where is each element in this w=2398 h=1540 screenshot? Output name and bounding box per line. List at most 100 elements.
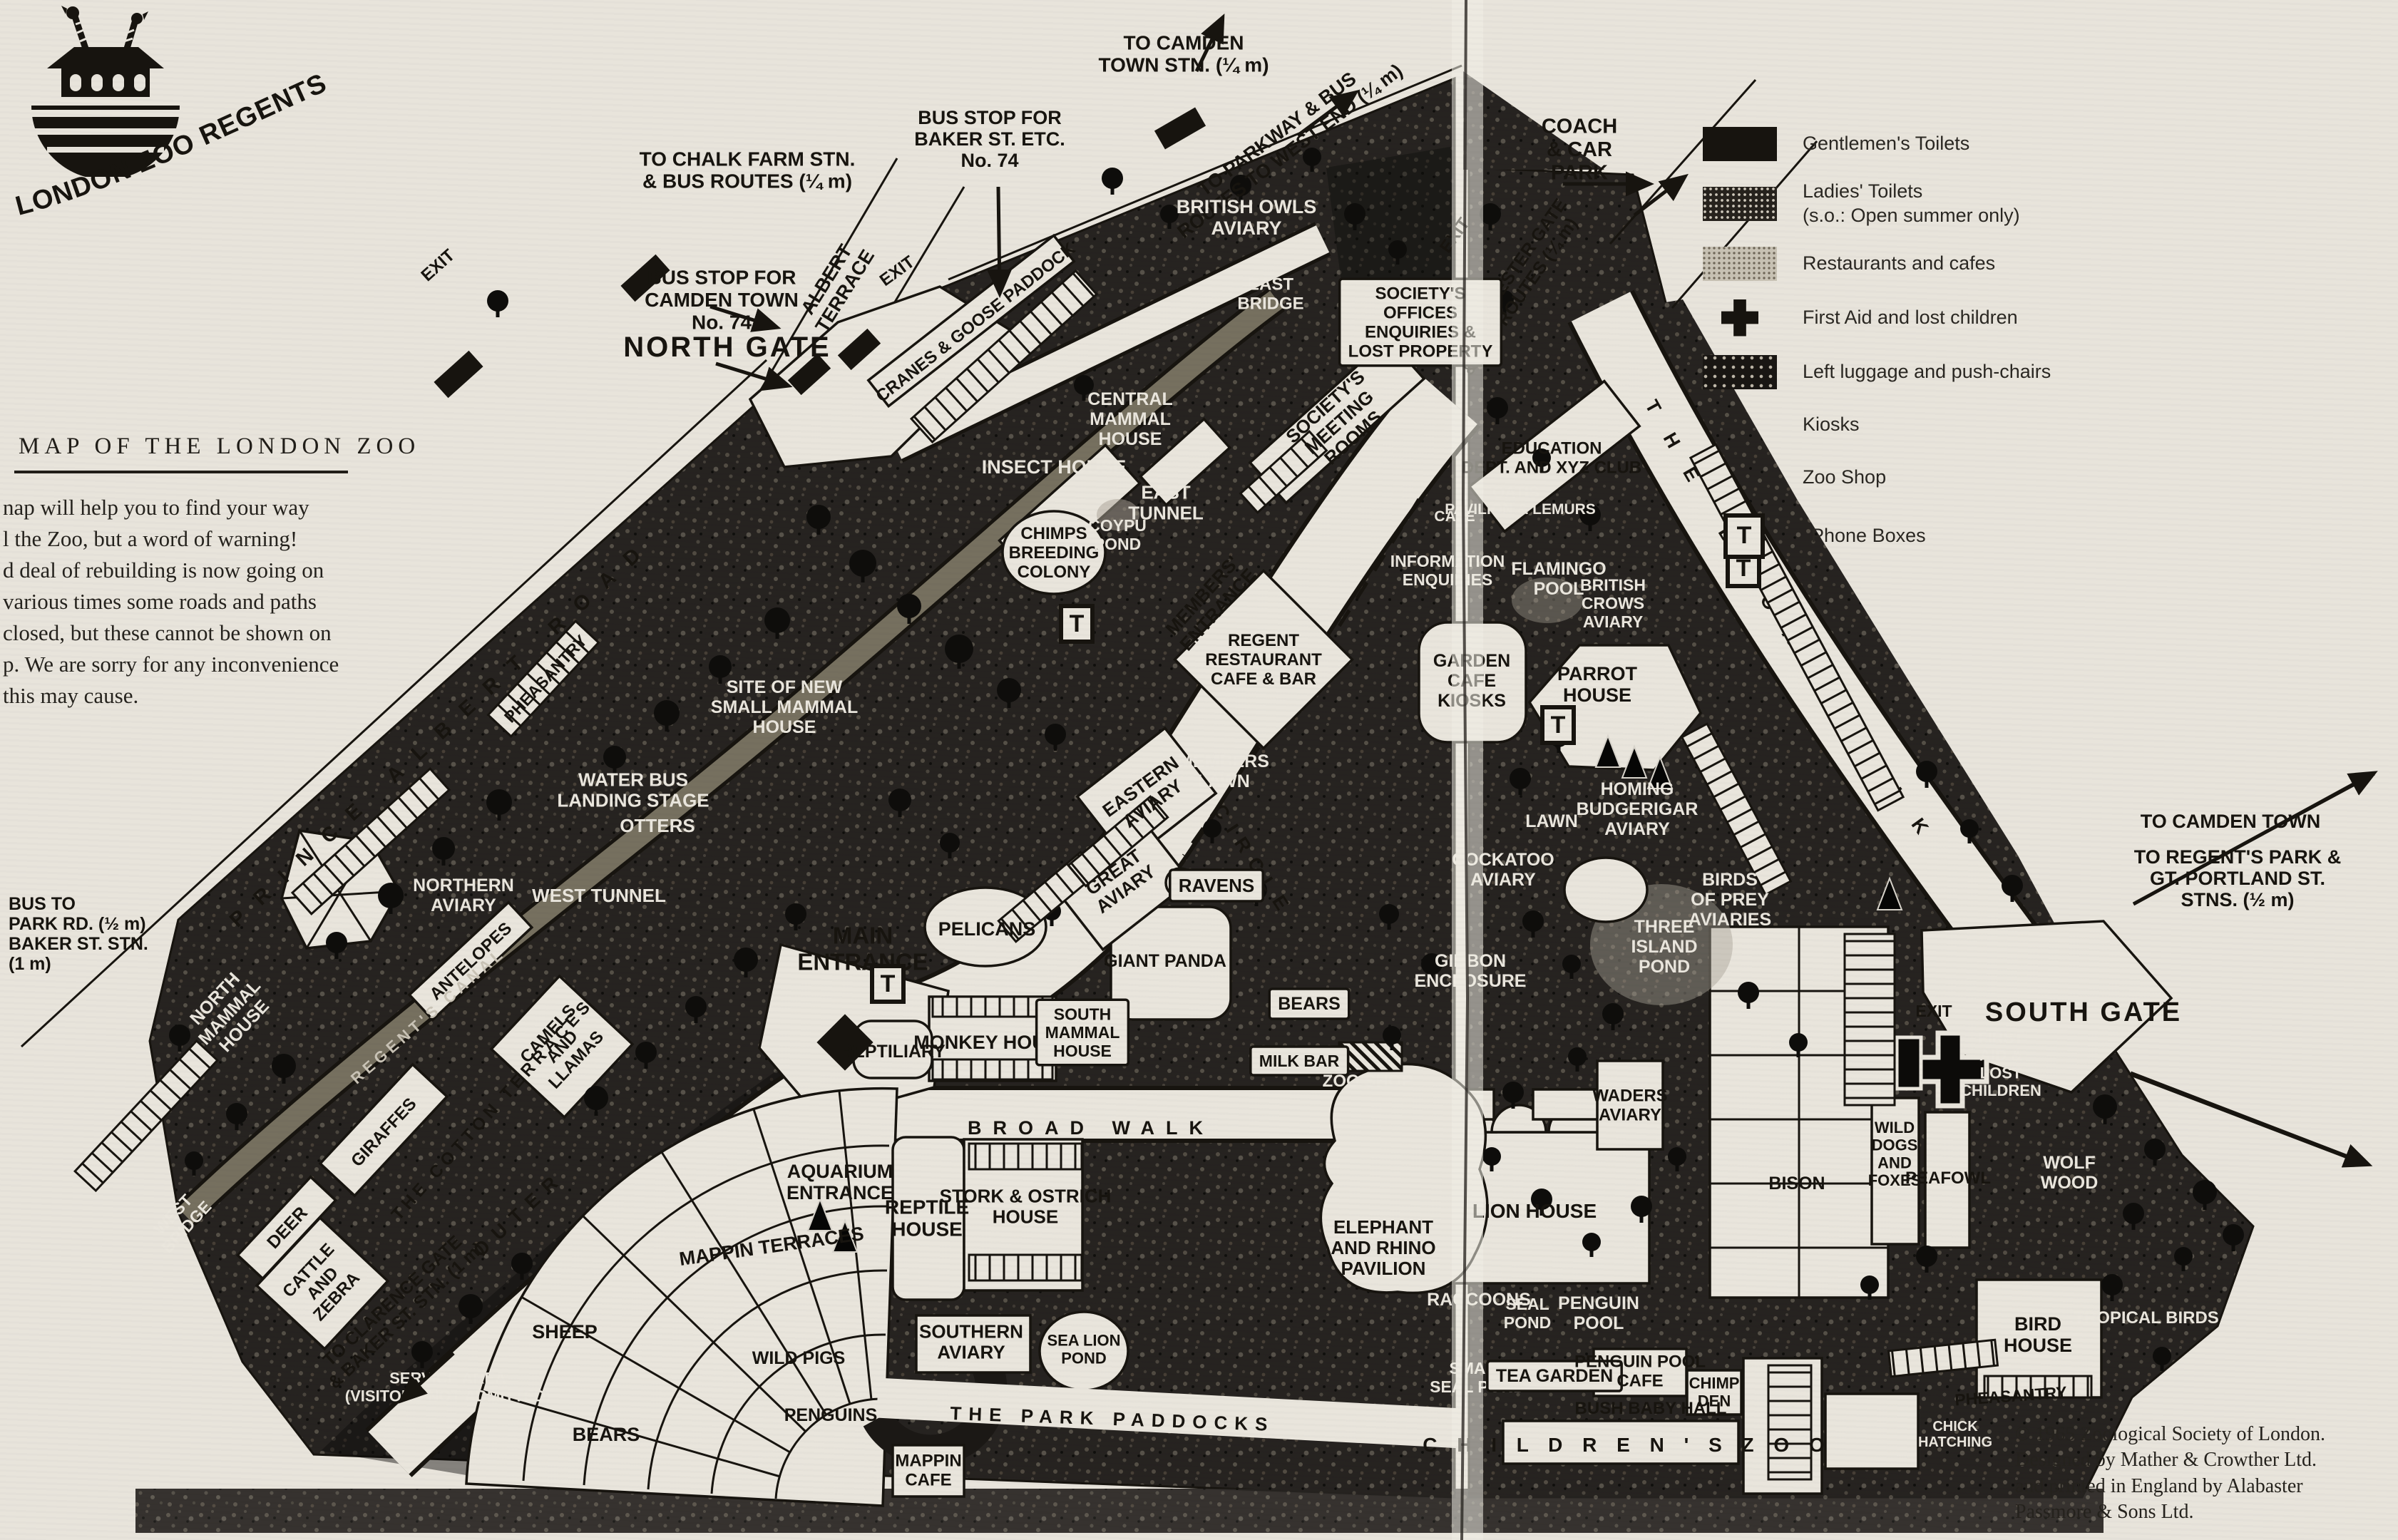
comb-strip: [73, 1039, 219, 1193]
flamingo-pond-shape: [1512, 578, 1583, 623]
tree-trunk: [441, 857, 446, 866]
fir-tree-icon: [1646, 755, 1674, 789]
tree-icon: [1383, 1026, 1401, 1044]
map-label-service-area: SERVICE AREA(VISITORS NOT ADMITTED): [345, 1369, 550, 1405]
tree-trunk: [775, 630, 779, 639]
tree-trunk: [1353, 222, 1357, 230]
building-waders-aviary: [1596, 1059, 1664, 1151]
tree-icon: [487, 290, 508, 312]
map-label-wild-pigs: WILD PIGS: [752, 1348, 846, 1368]
tree-trunk: [178, 1043, 182, 1052]
tree-icon: [1487, 397, 1508, 419]
tree-icon: [1379, 904, 1399, 924]
map-label-exit-north: EXIT: [876, 252, 918, 289]
tree-icon: [1074, 375, 1094, 395]
tree-icon: [2144, 1139, 2166, 1160]
tree-icon: [897, 594, 921, 618]
tree-icon: [1203, 819, 1221, 838]
tree-trunk: [1639, 1214, 1644, 1223]
map-label-south-gate: SOUTH GATE: [1985, 997, 2182, 1027]
tree-trunk: [1575, 1063, 1579, 1072]
bus-marker-icon: [434, 350, 483, 399]
coypu-pond-shape: [1097, 499, 1139, 530]
bus-marker-icon: [620, 254, 670, 302]
map-label-tropical-birds: TROPICAL BIRDS: [2074, 1308, 2219, 1328]
tree-trunk: [1967, 835, 1972, 843]
tree-icon: [486, 789, 512, 815]
tree-trunk: [1796, 1049, 1800, 1057]
tree-trunk: [282, 1075, 286, 1084]
tree-icon: [411, 1341, 433, 1362]
tree-trunk: [334, 950, 339, 959]
tree-trunk: [613, 766, 617, 774]
svg-text:T: T: [1070, 610, 1085, 637]
tree-icon: [1480, 203, 1501, 225]
svg-text:T: T: [1551, 712, 1566, 739]
tree-trunk: [816, 526, 821, 535]
intro-paragraph: nap will help you to find your way l the…: [3, 495, 339, 709]
south-gate-plaza: [1920, 920, 2173, 1094]
tree-trunk: [2231, 1243, 2235, 1251]
tree-trunk: [2010, 893, 2014, 902]
tree-icon: [888, 789, 911, 811]
map-shape-milk-bar: [1249, 1045, 1350, 1077]
tree-trunk: [389, 905, 393, 914]
fir-tree-icon: [1876, 876, 1903, 910]
tree-icon: [326, 932, 347, 953]
map-label-west-tunnel: WEST TUNNEL: [532, 885, 666, 906]
comb-strip: [931, 1058, 1054, 1081]
tree-trunk: [1588, 523, 1592, 531]
legend-symbol-cafe-icon: [1703, 246, 1777, 281]
legend-symbol-gents-icon: [1703, 127, 1777, 161]
education-building: [1467, 379, 1641, 533]
building-giant-panda: [1110, 905, 1232, 1021]
tree-icon: [1531, 1189, 1552, 1210]
mappin-terraces-fan: [465, 1087, 1008, 1507]
comb-strip: [1680, 722, 1793, 896]
tree-trunk: [1395, 256, 1400, 265]
map-label-pelicans: PELICANS: [938, 918, 1036, 940]
tree-icon: [1602, 1003, 1624, 1025]
direction-arrow-icon: [2132, 771, 2378, 906]
tree-trunk: [744, 969, 748, 977]
tree-trunk: [1007, 699, 1011, 708]
legend-symbol-ladies-icon: [1703, 186, 1777, 221]
tree-icon: [1631, 1196, 1652, 1217]
map-label-bison: BISON: [1768, 1174, 1825, 1194]
tree-icon: [1510, 768, 1531, 789]
legend-symbol-phone-icon: T: [1723, 513, 1765, 559]
phone-symbol-letter: T: [1736, 522, 1752, 549]
tree-trunk: [1557, 744, 1561, 753]
tree-trunk: [718, 675, 722, 684]
tree-trunk: [1110, 186, 1115, 195]
tree-icon: [432, 837, 455, 860]
dark-region-top: [1463, 71, 1604, 170]
comb-strip: [1767, 1364, 1813, 1481]
bottom-edge-band: [135, 1489, 2104, 1533]
tree-icon: [734, 948, 758, 972]
park-paddocks-band: [876, 1377, 1462, 1449]
direction-arrow-icon: [1633, 173, 1689, 217]
tree-trunk: [1531, 929, 1535, 938]
map-shape-ravens: [1169, 868, 1264, 903]
tree-icon: [584, 1086, 608, 1110]
comb-strip: [968, 1253, 1083, 1282]
legend-label: Left luggage and push-chairs: [1803, 360, 2051, 382]
